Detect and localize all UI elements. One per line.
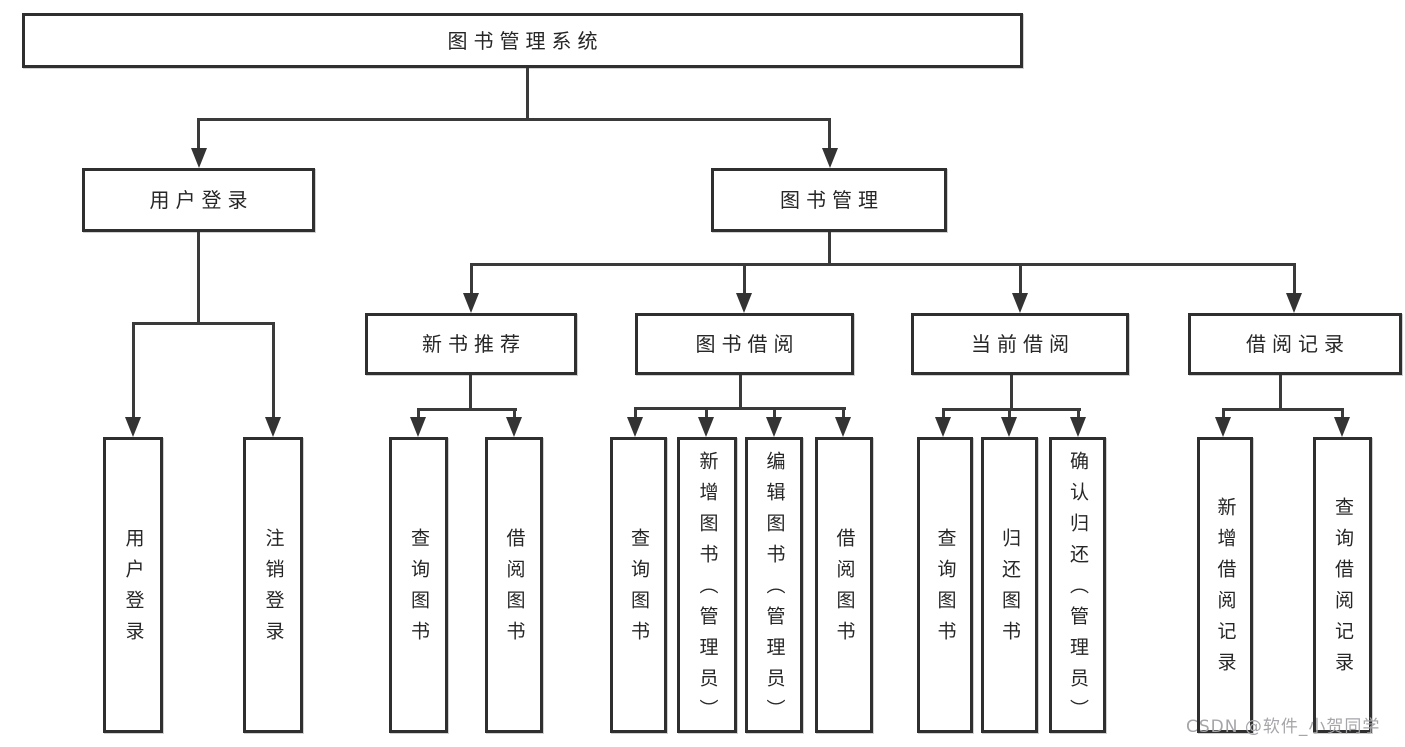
connector-line [470,263,473,295]
arrow-down-icon [265,417,281,437]
leaf-current-confirm-admin: 确认归还（管理员） [1049,437,1106,733]
node-book-borrow-label: 图书借阅 [695,332,800,356]
connector-line [417,408,517,411]
arrow-down-icon [627,417,643,437]
leaf-current-query-label: 查询图书 [934,528,957,652]
connector-line [1019,263,1022,295]
node-current-borrow-label: 当前借阅 [971,332,1075,356]
node-book-management: 图书管理 [711,168,947,232]
connector-line [828,232,831,263]
connector-line [773,407,776,420]
leaf-newbook-borrow-label: 借阅图书 [503,528,526,652]
connector-line [1222,408,1344,411]
connector-line [942,408,1081,411]
leaf-logout: 注销登录 [243,437,303,733]
leaf-borrow-book-label: 借阅图书 [833,528,856,652]
connector-line [1010,375,1013,408]
leaf-current-return-label: 归还图书 [999,528,1021,652]
arrow-down-icon [1070,417,1086,437]
connector-line [526,68,529,118]
leaf-logout-label: 注销登录 [262,528,285,652]
connector-line [743,263,746,295]
leaf-newbook-query: 查询图书 [389,437,448,733]
connector-line [470,263,1296,266]
connector-line [198,118,831,121]
connector-line [1222,408,1225,420]
node-book-management-label: 图书管理 [780,188,884,212]
connector-line [1341,408,1344,420]
node-book-borrow: 图书借阅 [635,313,854,375]
leaf-borrow-edit-admin-label: 编辑图书（管理员） [763,450,786,730]
leaf-borrow-edit-admin: 编辑图书（管理员） [745,437,803,733]
arrow-down-icon [935,417,951,437]
connector-line [1008,408,1011,420]
node-current-borrow: 当前借阅 [911,313,1129,375]
connector-line [1293,263,1296,295]
leaf-record-query: 查询借阅记录 [1313,437,1372,733]
arrow-down-icon [698,417,714,437]
connector-line [417,408,420,420]
connector-line [634,407,637,420]
leaf-borrow-add-admin: 新增图书（管理员） [677,437,737,733]
connector-line [705,407,708,420]
connector-line [132,322,275,325]
arrow-down-icon [822,148,838,168]
leaf-current-return: 归还图书 [981,437,1038,733]
node-root: 图书管理系统 [22,13,1023,68]
arrow-down-icon [463,293,479,313]
arrow-down-icon [506,417,522,437]
node-new-book-recommend: 新书推荐 [365,313,577,375]
leaf-current-confirm-admin-label: 确认归还（管理员） [1067,450,1089,730]
arrow-down-icon [1215,417,1231,437]
node-borrow-record-label: 借阅记录 [1246,332,1350,356]
arrow-down-icon [1012,293,1028,313]
leaf-user-login: 用户登录 [103,437,163,733]
connector-line [197,232,200,322]
leaf-newbook-borrow: 借阅图书 [485,437,543,733]
leaf-record-add: 新增借阅记录 [1197,437,1253,733]
connector-line [272,322,275,420]
leaf-record-add-label: 新增借阅记录 [1214,497,1237,683]
connector-line [634,407,846,410]
leaf-newbook-query-label: 查询图书 [408,528,430,652]
arrow-down-icon [835,417,851,437]
arrow-down-icon [766,417,782,437]
leaf-current-query: 查询图书 [917,437,973,733]
node-user-login: 用户登录 [82,168,315,232]
leaf-user-login-label: 用户登录 [122,528,145,652]
connector-line [828,118,831,151]
arrow-down-icon [1334,417,1350,437]
leaf-borrow-query-label: 查询图书 [628,528,650,652]
node-root-label: 图书管理系统 [447,28,604,53]
leaf-record-query-label: 查询借阅记录 [1332,497,1354,683]
leaf-borrow-add-admin-label: 新增图书（管理员） [696,450,719,730]
leaf-borrow-query: 查询图书 [610,437,667,733]
leaf-borrow-book: 借阅图书 [815,437,873,733]
node-new-book-recommend-label: 新书推荐 [422,332,526,356]
arrow-down-icon [410,417,426,437]
connector-line [1077,408,1080,420]
arrow-down-icon [736,293,752,313]
arrow-down-icon [1286,293,1302,313]
connector-line [739,375,742,407]
node-user-login-label: 用户登录 [149,188,254,212]
connector-line [197,118,200,151]
connector-line [132,322,135,420]
connector-line [842,407,845,420]
arrow-down-icon [125,417,141,437]
connector-line [942,408,945,420]
connector-line [469,375,472,408]
watermark: CSDN @软件_小贺同学 [1186,717,1381,737]
arrow-down-icon [191,148,207,168]
node-borrow-record: 借阅记录 [1188,313,1402,375]
connector-line [1279,375,1282,408]
arrow-down-icon [1001,417,1017,437]
connector-line [513,408,516,420]
